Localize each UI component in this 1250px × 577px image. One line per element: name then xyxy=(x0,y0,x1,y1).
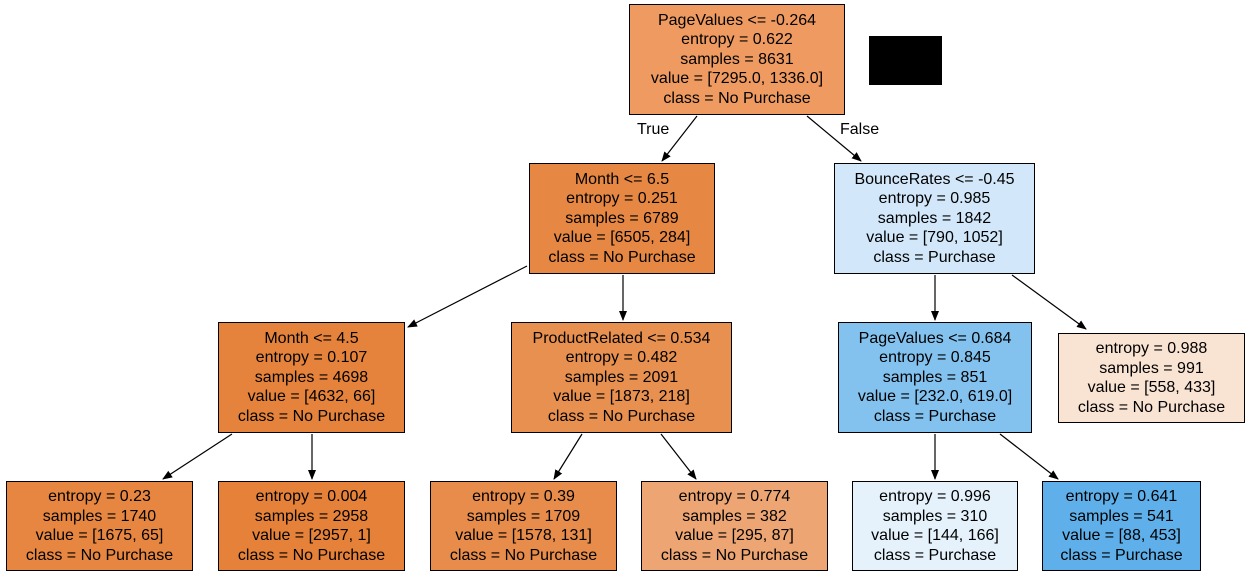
node-text-line: samples = 310 xyxy=(882,507,988,525)
node-text-line: samples = 851 xyxy=(882,368,988,386)
node-text-line: Month <= 4.5 xyxy=(264,329,359,347)
node-text-line: value = [7295.0, 1336.0] xyxy=(650,70,824,88)
node-text-line: value = [88, 453] xyxy=(1062,527,1181,544)
node-text-line: class = Purchase xyxy=(873,248,996,266)
edge-n2-n6 xyxy=(1011,274,1087,330)
node-text-line: value = [4632, 66] xyxy=(247,388,376,406)
node-text-line: class = No Purchase xyxy=(547,407,696,425)
node-text-line: BounceRates <= -0.45 xyxy=(854,170,1015,188)
node-text-line: samples = 8631 xyxy=(680,50,794,68)
node-text-line: entropy = 0.004 xyxy=(255,488,368,505)
node-text-line: samples = 382 xyxy=(682,507,787,525)
node-text-line: entropy = 0.622 xyxy=(681,31,793,49)
node-text-line: class = No Purchase xyxy=(25,546,174,564)
node-text-line: samples = 4698 xyxy=(254,368,369,386)
tree-node-n7: entropy = 0.23 samples = 1740 value = [167… xyxy=(6,481,193,571)
node-text-line: entropy = 0.482 xyxy=(565,349,678,367)
tree-node-n10: entropy = 0.774 samples = 382 value = [295… xyxy=(641,481,828,571)
node-text-line: samples = 1709 xyxy=(466,507,581,525)
node-text-line: value = [144, 166] xyxy=(871,527,999,544)
node-text-line: entropy = 0.39 xyxy=(472,488,575,505)
tree-node-n12: entropy = 0.641 samples = 541 value = [88,… xyxy=(1042,481,1201,571)
node-text-line: class = No Purchase xyxy=(449,546,598,564)
edge-label-true: True xyxy=(637,121,670,138)
node-text-line: samples = 2958 xyxy=(254,507,369,525)
node-text-line: entropy = 0.641 xyxy=(1065,488,1178,505)
node-text-line: Month <= 6.5 xyxy=(574,170,670,188)
node-text-line: class = No Purchase xyxy=(237,407,386,425)
node-text-line: entropy = 0.996 xyxy=(879,488,991,505)
node-text-line: samples = 991 xyxy=(1099,359,1204,377)
node-text-line: entropy = 0.251 xyxy=(566,190,678,208)
edge-n4-n10 xyxy=(660,433,697,480)
node-text-line: class = No Purchase xyxy=(660,546,809,564)
edge-n5-n12 xyxy=(999,433,1059,480)
node-text-line: value = [558, 433] xyxy=(1087,379,1216,396)
node-text-line: class = No Purchase xyxy=(237,546,386,564)
node-text-line: value = [6505, 284] xyxy=(553,229,691,247)
node-text-line: entropy = 0.774 xyxy=(678,488,791,505)
edge-n0-n2 xyxy=(806,115,862,162)
node-text-line: samples = 2091 xyxy=(564,368,679,386)
node-text-line: samples = 6789 xyxy=(565,209,679,227)
node-text-line: entropy = 0.985 xyxy=(878,190,991,208)
node-text-line: samples = 1740 xyxy=(42,507,157,525)
redaction-box xyxy=(869,36,942,85)
node-text-line: class = Purchase xyxy=(873,407,997,425)
node-text-line: value = [1675, 65] xyxy=(35,527,164,544)
edge-label-false: False xyxy=(840,121,880,138)
node-text-line: samples = 541 xyxy=(1069,507,1174,525)
node-text-line: PageValues <= -0.264 xyxy=(657,11,817,29)
tree-node-n8: entropy = 0.004 samples = 2958 value = [29… xyxy=(218,481,405,571)
node-text-line: value = [295, 87] xyxy=(675,527,794,544)
edge-n1-n3 xyxy=(407,265,528,328)
edge-n4-n9 xyxy=(553,433,583,480)
node-text-line: class = Purchase xyxy=(1060,546,1183,564)
tree-node-n9: entropy = 0.39 samples = 1709 value = [157… xyxy=(430,481,617,571)
node-text-line: PageValues <= 0.684 xyxy=(858,329,1012,347)
edge-n0-n1 xyxy=(661,115,698,162)
node-text-line: value = [1578, 131] xyxy=(455,527,592,544)
tree-node-n6: entropy = 0.988 samples = 991 value = [558… xyxy=(1058,333,1245,423)
node-text-line: value = [2957, 1] xyxy=(252,527,371,544)
node-text-line: value = [232.0, 619.0] xyxy=(857,388,1013,406)
node-text-line: entropy = 0.23 xyxy=(48,488,151,505)
node-text-line: class = No Purchase xyxy=(663,89,811,107)
node-text-line: entropy = 0.988 xyxy=(1095,340,1208,357)
tree-node-n11: entropy = 0.996 samples = 310 value = [144… xyxy=(852,481,1018,571)
node-text-line: class = Purchase xyxy=(873,546,997,564)
node-text-line: class = No Purchase xyxy=(1077,398,1226,416)
node-text-line: entropy = 0.845 xyxy=(879,349,991,367)
edge-n3-n7 xyxy=(162,433,233,480)
node-text-line: value = [1873, 218] xyxy=(553,388,690,406)
node-text-line: class = No Purchase xyxy=(548,248,696,266)
node-text-line: ProductRelated <= 0.534 xyxy=(532,329,711,347)
node-text-line: entropy = 0.107 xyxy=(255,349,368,367)
node-text-line: value = [790, 1052] xyxy=(866,229,1003,247)
node-text-line: samples = 1842 xyxy=(877,209,992,227)
